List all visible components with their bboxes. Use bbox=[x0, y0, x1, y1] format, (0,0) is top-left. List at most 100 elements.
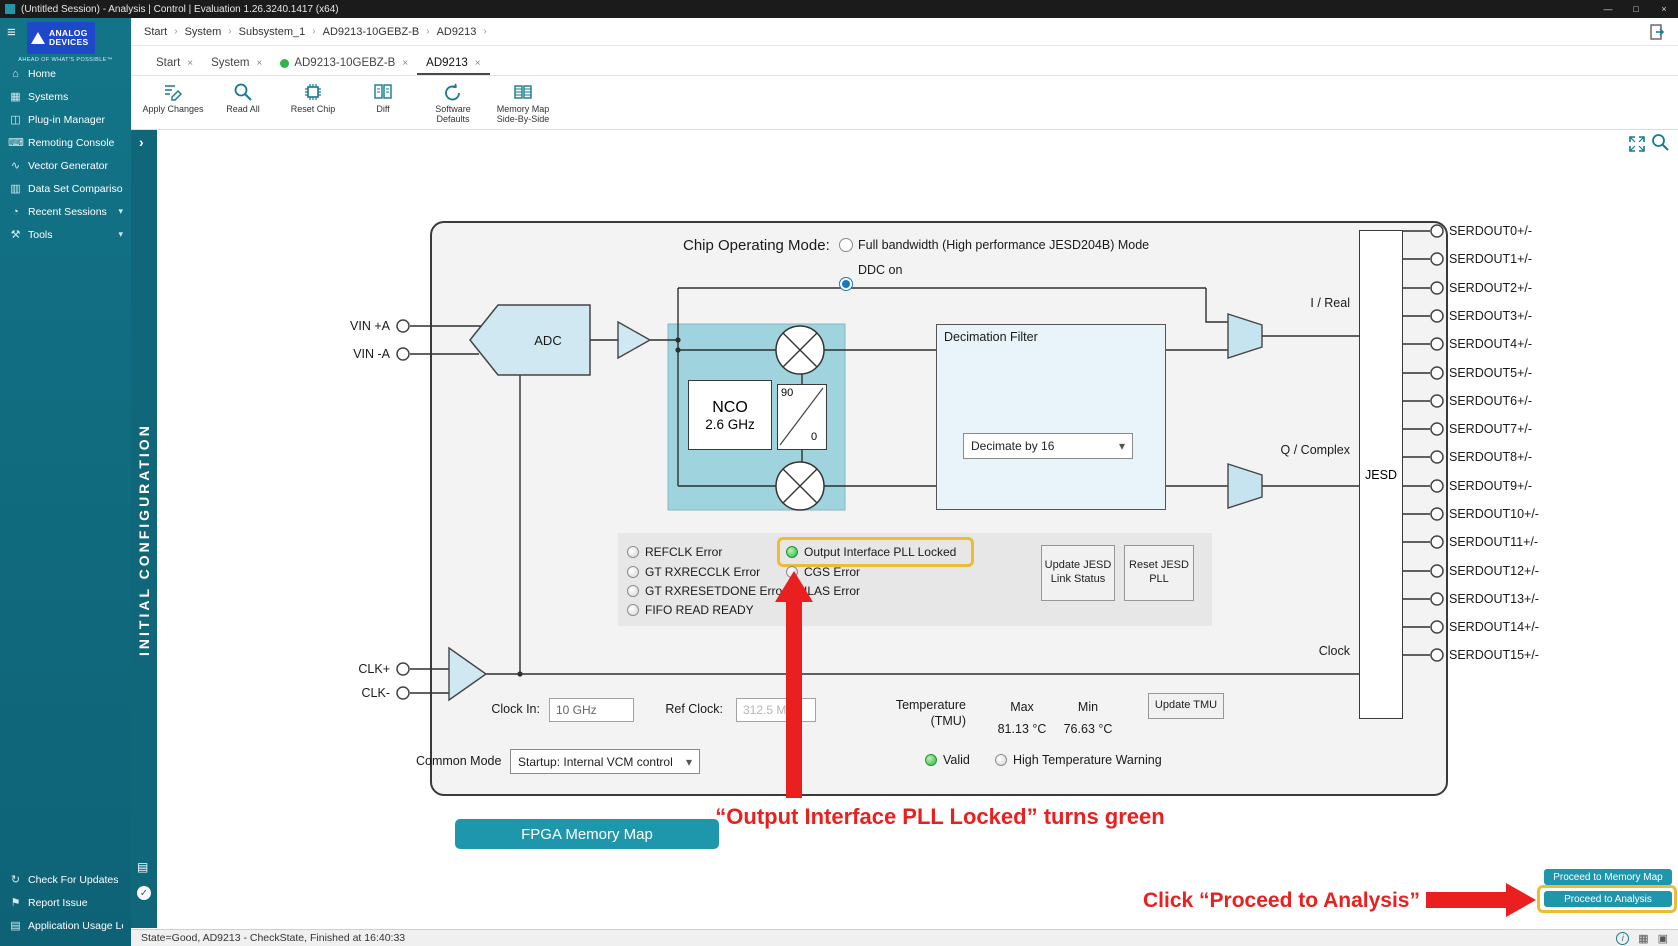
refclk-error-led bbox=[627, 546, 639, 558]
tab-system[interactable]: System× bbox=[211, 57, 263, 69]
tab-chip[interactable]: AD9213× bbox=[417, 51, 489, 75]
decimate-by-select[interactable]: Decimate by 16 ▾ bbox=[963, 433, 1133, 459]
serdout11-label: SERDOUT11+/- bbox=[1449, 535, 1539, 549]
jesd-label: JESD bbox=[1365, 467, 1397, 482]
serdout3-label: SERDOUT3+/- bbox=[1449, 309, 1533, 323]
window-title: (Untitled Session) - Analysis | Control … bbox=[21, 3, 339, 15]
sidebar-item-home[interactable]: ⌂Home bbox=[0, 62, 131, 85]
serdout12-label: SERDOUT12+/- bbox=[1449, 564, 1539, 578]
tab-bar: Start× System× AD9213-10GEBZ-B× AD9213× bbox=[131, 46, 1678, 76]
proceed-to-analysis-button[interactable]: Proceed to Analysis bbox=[1544, 891, 1672, 907]
serdout1-label: SERDOUT1+/- bbox=[1449, 252, 1533, 266]
pll-locked-highlight-box bbox=[777, 537, 974, 567]
analog-devices-logo[interactable]: ANALOG DEVICES bbox=[27, 22, 95, 54]
export-session-icon[interactable] bbox=[1648, 23, 1666, 41]
close-icon[interactable]: × bbox=[256, 57, 263, 69]
sidebar-bottom: ↻Check For Updates ⚑Report Issue ▤Applic… bbox=[0, 868, 131, 937]
sidebar-item-systems[interactable]: ▦Systems bbox=[0, 85, 131, 108]
jesd-block: JESD bbox=[1359, 230, 1403, 719]
tools-icon: ⚒ bbox=[10, 229, 21, 241]
close-button[interactable]: × bbox=[1661, 4, 1667, 14]
vin-minus-label: VIN -A bbox=[353, 347, 390, 361]
sidebar-item-plugin-manager[interactable]: ◫Plug-in Manager bbox=[0, 108, 131, 131]
clock-in-input[interactable] bbox=[549, 698, 634, 722]
sidebar-item-check-for-updates[interactable]: ↻Check For Updates bbox=[0, 868, 131, 891]
serdout0-label: SERDOUT0+/- bbox=[1449, 224, 1533, 238]
sidebar-item-recent-sessions[interactable]: ◔Recent Sessions▾ bbox=[0, 200, 131, 223]
toolbar-software-defaults[interactable]: Software Defaults bbox=[421, 79, 485, 125]
status-grid-icon[interactable]: ▦ bbox=[1638, 932, 1649, 945]
logo-line2: DEVICES bbox=[49, 37, 89, 47]
status-window-icon[interactable]: ▣ bbox=[1657, 932, 1668, 945]
breadcrumb-item-chip[interactable]: AD9213 bbox=[436, 25, 477, 38]
temp-max-label: Max bbox=[1010, 700, 1034, 714]
breadcrumb-item-board[interactable]: AD9213-10GEBZ-B bbox=[322, 25, 420, 38]
proceed-to-memory-map-button[interactable]: Proceed to Memory Map bbox=[1544, 869, 1672, 885]
serdout13-label: SERDOUT13+/- bbox=[1449, 592, 1539, 606]
expand-panel-chevron-icon[interactable]: › bbox=[139, 134, 144, 150]
sidebar-item-vector-generator[interactable]: ∿Vector Generator bbox=[0, 154, 131, 177]
sidebar-item-data-set-comparison[interactable]: ▥Data Set Comparison bbox=[0, 177, 131, 200]
update-jesd-link-status-button[interactable]: Update JESD Link Status bbox=[1041, 545, 1115, 601]
radio-ddc-on[interactable] bbox=[839, 277, 853, 291]
clock-buffer-symbol bbox=[448, 646, 488, 702]
status-info-icon[interactable]: i bbox=[1616, 931, 1630, 945]
fifo-read-ready-led bbox=[627, 604, 639, 616]
breadcrumb-item-system[interactable]: System bbox=[184, 25, 222, 38]
gt-rxrecclk-error-label: GT RXRECCLK Error bbox=[645, 565, 761, 579]
log-icon: ▤ bbox=[10, 920, 21, 932]
tab-start[interactable]: Start× bbox=[156, 57, 194, 69]
serdout4-label: SERDOUT4+/- bbox=[1449, 337, 1533, 351]
toolbar-diff[interactable]: Diff bbox=[351, 79, 415, 114]
minimize-button[interactable]: — bbox=[1603, 4, 1613, 14]
breadcrumb-separator: › bbox=[228, 26, 232, 37]
hamburger-menu-icon[interactable]: ≡ bbox=[7, 24, 16, 41]
initial-configuration-strip: › INITIAL CONFIGURATION ▤ ✓ bbox=[131, 130, 157, 928]
diff-icon bbox=[372, 81, 394, 103]
maximize-button[interactable]: □ bbox=[1633, 4, 1639, 14]
q-complex-label: Q / Complex bbox=[1280, 443, 1350, 457]
breadcrumb-item-subsystem[interactable]: Subsystem_1 bbox=[238, 25, 306, 38]
sidebar-item-usage-logging[interactable]: ▤Application Usage Logging bbox=[0, 914, 131, 937]
radio-full-bandwidth-label[interactable]: Full bandwidth (High performance JESD204… bbox=[858, 238, 1150, 252]
fit-to-screen-icon[interactable] bbox=[1628, 135, 1646, 153]
gt-rxrecclk-error-led bbox=[627, 566, 639, 578]
common-mode-select[interactable]: Startup: Internal VCM control ▾ bbox=[510, 749, 700, 774]
status-check-icon[interactable]: ✓ bbox=[137, 886, 151, 900]
buffer-symbol bbox=[617, 320, 652, 360]
fpga-memory-map-button[interactable]: FPGA Memory Map bbox=[455, 819, 719, 849]
sidebar-item-tools[interactable]: ⚒Tools▾ bbox=[0, 223, 131, 246]
nco-block: NCO 2.6 GHz bbox=[688, 380, 772, 450]
sidebar-item-remoting-console[interactable]: ⌨Remoting Console bbox=[8, 136, 115, 150]
radio-full-bandwidth[interactable] bbox=[839, 238, 853, 252]
zoom-icon[interactable] bbox=[1650, 132, 1670, 152]
sidebar-item-report-issue[interactable]: ⚑Report Issue bbox=[0, 891, 131, 914]
ref-clock-input[interactable] bbox=[736, 698, 816, 722]
radio-ddc-on-label[interactable]: DDC on bbox=[858, 263, 903, 277]
nco-title: NCO bbox=[712, 398, 748, 416]
toolbar-apply-changes[interactable]: Apply Changes bbox=[141, 79, 205, 114]
reset-jesd-pll-button[interactable]: Reset JESD PLL bbox=[1124, 545, 1194, 601]
clk-plus-label: CLK+ bbox=[358, 662, 390, 676]
breadcrumb-item-start[interactable]: Start bbox=[144, 25, 168, 38]
temp-min-label: Min bbox=[1077, 700, 1099, 714]
tab-board[interactable]: AD9213-10GEBZ-B× bbox=[271, 51, 417, 75]
toolbar-memory-map-side-by-side[interactable]: Memory Map Side-By-Side bbox=[491, 79, 555, 125]
common-mode-value: Startup: Internal VCM control bbox=[518, 754, 673, 769]
mixer-i-icon bbox=[775, 325, 825, 375]
logo-line1: ANALOG bbox=[49, 27, 88, 38]
serdout2-label: SERDOUT2+/- bbox=[1449, 281, 1533, 295]
toolbar-read-all[interactable]: Read All bbox=[211, 79, 275, 114]
close-icon[interactable]: × bbox=[474, 57, 481, 69]
refclk-error-label: REFCLK Error bbox=[645, 545, 723, 559]
update-tmu-button[interactable]: Update TMU bbox=[1148, 693, 1224, 719]
status-text: State=Good, AD9213 - CheckState, Finishe… bbox=[141, 932, 406, 944]
close-icon[interactable]: × bbox=[187, 57, 194, 69]
title-bar: (Untitled Session) - Analysis | Control … bbox=[0, 0, 1678, 18]
cgs-error-label: CGS Error bbox=[804, 565, 861, 579]
toolbar-reset-chip[interactable]: Reset Chip bbox=[281, 79, 345, 114]
clock-path-label: Clock bbox=[1318, 644, 1350, 658]
notes-icon[interactable]: ▤ bbox=[137, 860, 149, 874]
serdout8-label: SERDOUT8+/- bbox=[1449, 450, 1533, 464]
close-icon[interactable]: × bbox=[402, 57, 409, 69]
